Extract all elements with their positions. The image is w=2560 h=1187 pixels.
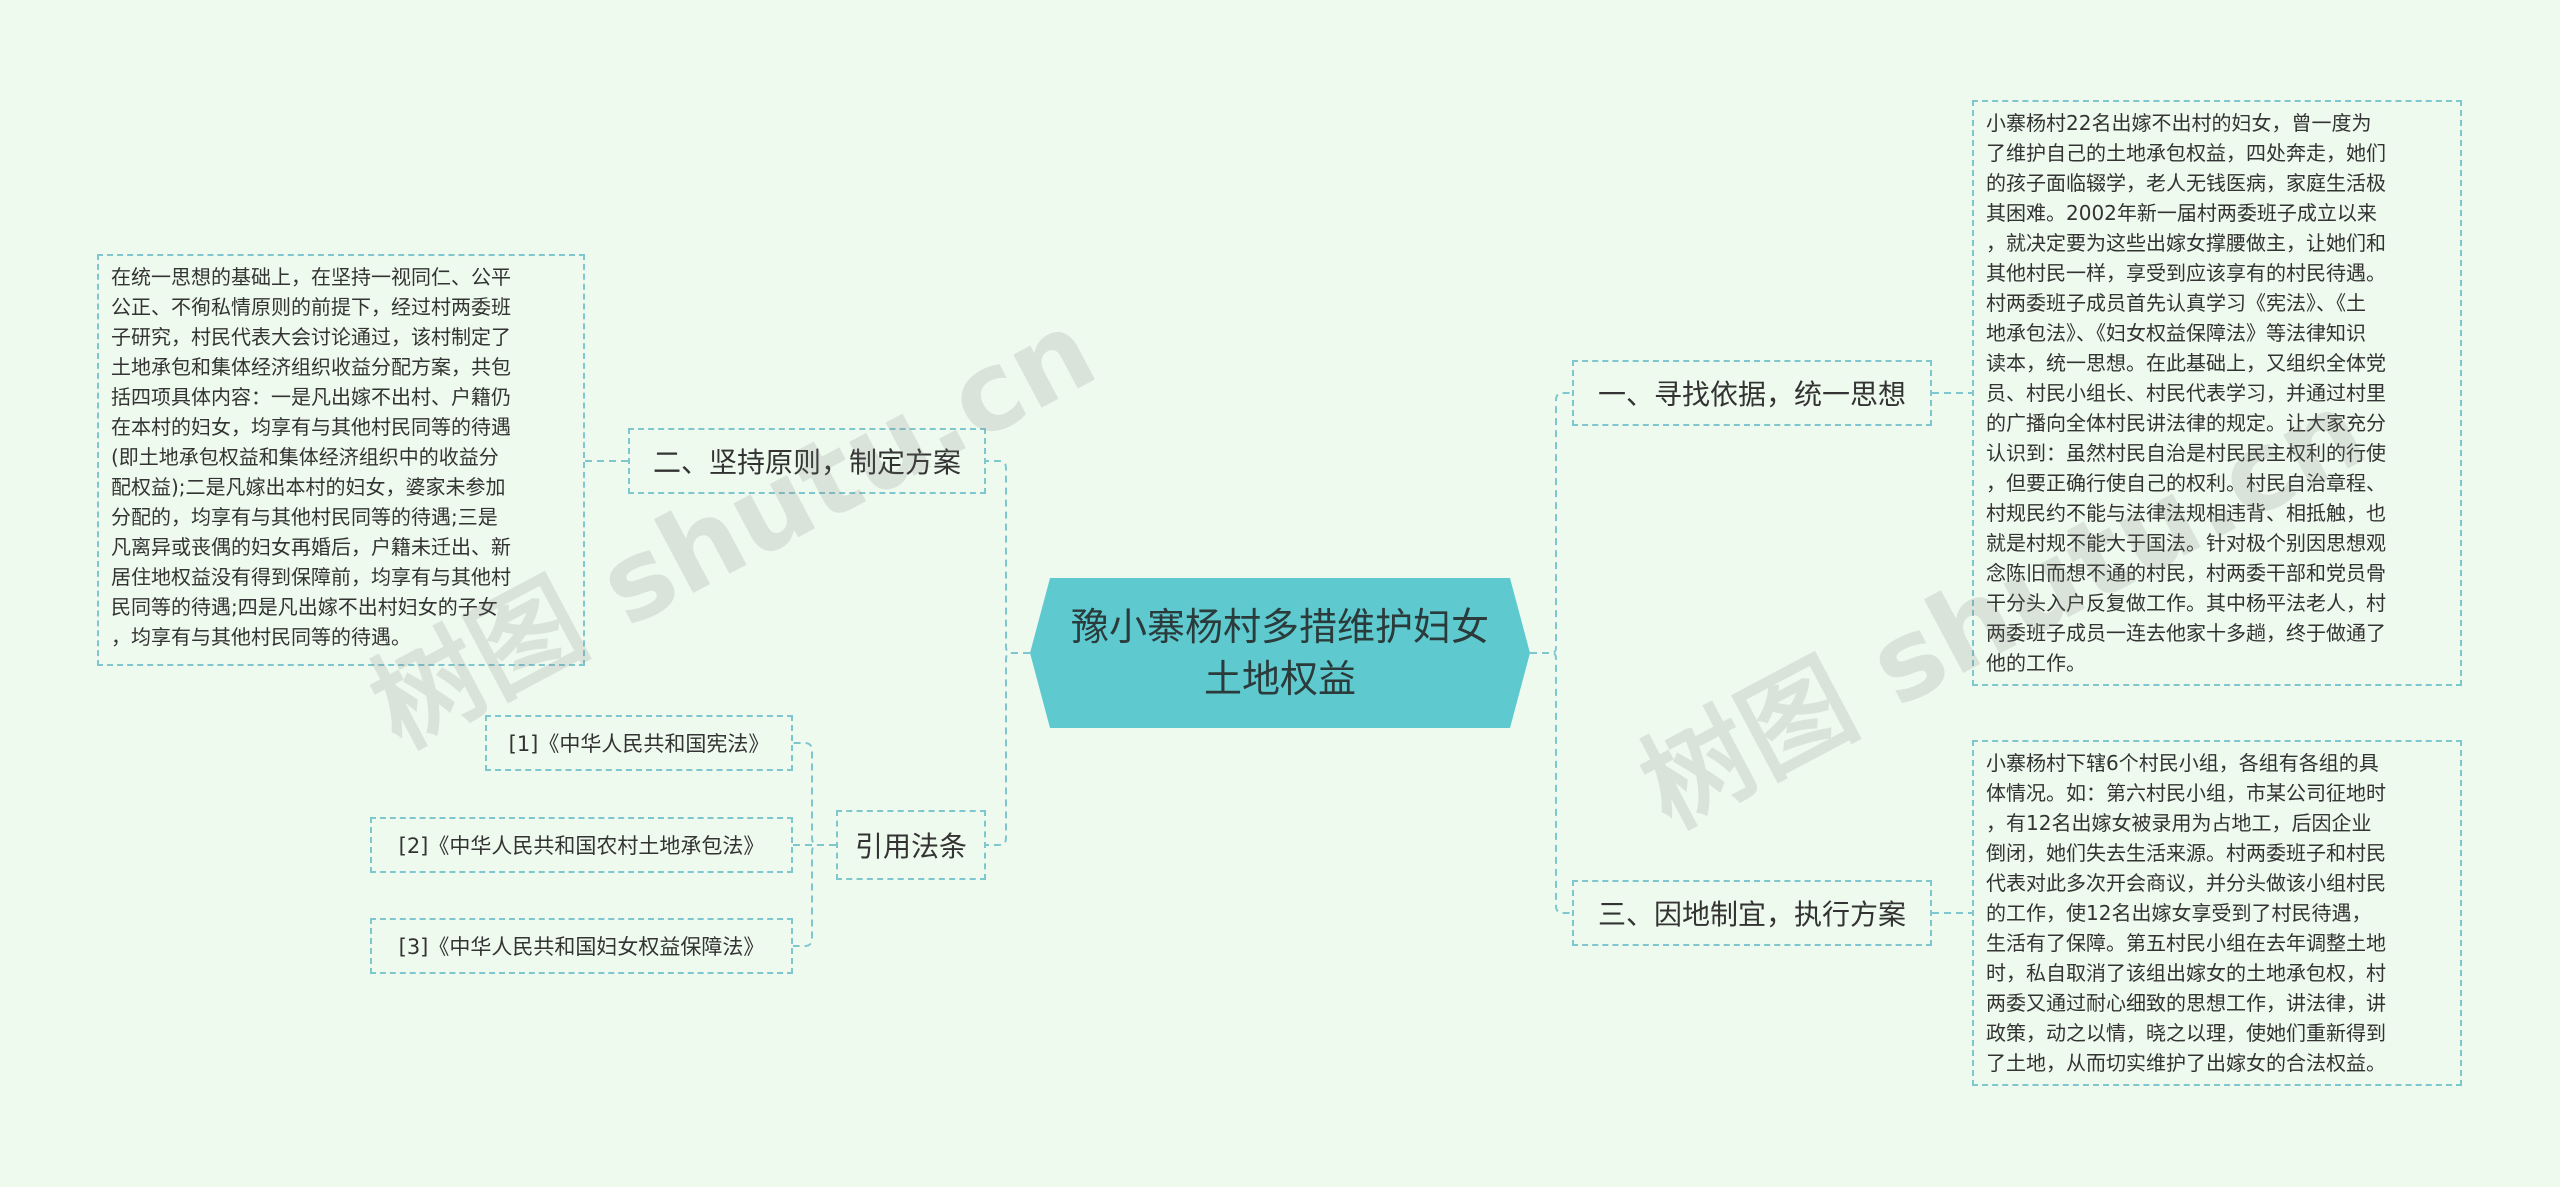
leaf-node-2[interactable]: 在统一思想的基础上，在坚持一视同仁、公平 公正、不徇私情原则的前提下，经过村两委… xyxy=(97,254,585,666)
root-title: 豫小寨杨村多措维护妇女 土地权益 xyxy=(1070,605,1489,701)
branch-node-3[interactable]: 三、因地制宜，执行方案 xyxy=(1572,880,1932,946)
connector-root-branch4 xyxy=(986,652,1030,846)
reference-item-3[interactable]: [3]《中华人民共和国妇女权益保障法》 xyxy=(370,918,793,974)
reference-label-3: [3]《中华人民共和国妇女权益保障法》 xyxy=(398,935,765,959)
branch-node-1[interactable]: 一、寻找依据，统一思想 xyxy=(1572,360,1932,426)
reference-item-2[interactable]: [2]《中华人民共和国农村土地承包法》 xyxy=(370,817,793,873)
root-shape xyxy=(1030,578,1530,728)
connector-root-branch3 xyxy=(1530,652,1572,914)
branch-node-4[interactable]: 引用法条 xyxy=(836,810,986,880)
branch-label-2: 二、坚持原则，制定方案 xyxy=(652,446,961,479)
reference-label-1: [1]《中华人民共和国宪法》 xyxy=(508,732,770,756)
reference-item-1[interactable]: [1]《中华人民共和国宪法》 xyxy=(485,715,793,771)
connector-root-branch2 xyxy=(986,460,1030,654)
leaf-node-1[interactable]: 小寨杨村22名出嫁不出村的妇女，曾一度为 了维护自己的土地承包权益，四处奔走，她… xyxy=(1972,100,2462,686)
connector-branch4-ref1 xyxy=(793,742,836,846)
root-node[interactable]: 豫小寨杨村多措维护妇女 土地权益 xyxy=(1030,578,1530,728)
reference-label-2: [2]《中华人民共和国农村土地承包法》 xyxy=(398,834,765,858)
leaf-node-3[interactable]: 小寨杨村下辖6个村民小组，各组有各组的具 体情况。如：第六村民小组，市某公司征地… xyxy=(1972,740,2462,1086)
branch-label-4: 引用法条 xyxy=(854,830,967,863)
branch-node-2[interactable]: 二、坚持原则，制定方案 xyxy=(628,428,986,494)
branch-label-1: 一、寻找依据，统一思想 xyxy=(1597,378,1906,411)
connector-branch4-ref3 xyxy=(793,844,836,947)
branch-label-3: 三、因地制宜，执行方案 xyxy=(1597,898,1906,931)
connector-root-branch1 xyxy=(1530,392,1572,654)
